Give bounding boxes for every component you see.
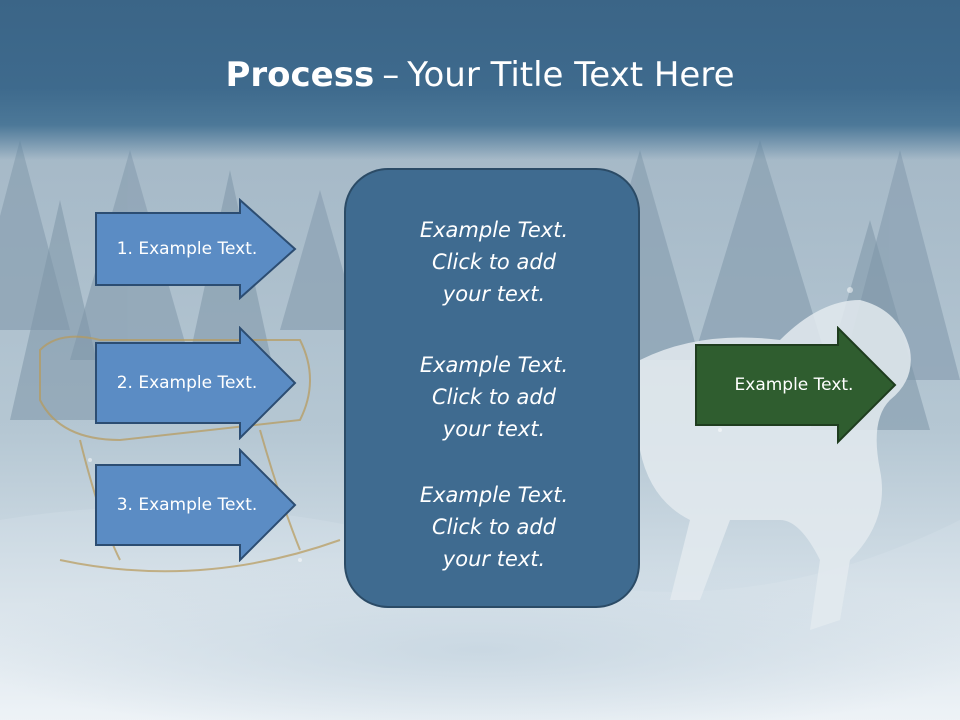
center-text-line: your text. xyxy=(442,547,546,571)
slide-title[interactable]: Process–Your Title Text Here xyxy=(0,52,960,98)
arrow-shape xyxy=(95,448,297,562)
center-text-line: Example Text. xyxy=(419,483,569,507)
process-arrow-2-label: 2. Example Text. xyxy=(116,373,258,393)
arrow-shape xyxy=(95,198,297,300)
title-band xyxy=(0,0,960,160)
center-text-line: Click to add xyxy=(431,515,556,539)
center-text-block-2[interactable]: Example Text. Click to add your text. xyxy=(346,349,642,445)
result-arrow[interactable] xyxy=(694,326,898,446)
process-arrow-1-label: 1. Example Text. xyxy=(116,239,258,259)
center-text-line: Example Text. xyxy=(419,218,569,242)
title-bold-text: Process xyxy=(225,55,375,95)
process-arrow-2[interactable] xyxy=(94,326,298,440)
center-text-line: Example Text. xyxy=(419,353,569,377)
center-text-line: your text. xyxy=(442,282,546,306)
arrow-shape xyxy=(695,326,897,445)
center-text-line: your text. xyxy=(442,417,546,441)
title-separator: – xyxy=(382,55,400,95)
center-text-line: Click to add xyxy=(431,250,556,274)
center-text-box[interactable]: Example Text. Click to add your text. Ex… xyxy=(344,168,640,608)
process-arrow-3-label: 3. Example Text. xyxy=(116,495,258,515)
center-text-block-1[interactable]: Example Text. Click to add your text. xyxy=(346,214,642,310)
title-rest-text: Your Title Text Here xyxy=(407,55,735,95)
center-text-block-3[interactable]: Example Text. Click to add your text. xyxy=(346,479,642,575)
process-arrow-3[interactable] xyxy=(94,448,298,562)
result-arrow-label: Example Text. xyxy=(734,375,854,395)
center-text-line: Click to add xyxy=(431,385,556,409)
process-arrow-1[interactable] xyxy=(94,198,298,300)
arrow-shape xyxy=(95,326,297,440)
